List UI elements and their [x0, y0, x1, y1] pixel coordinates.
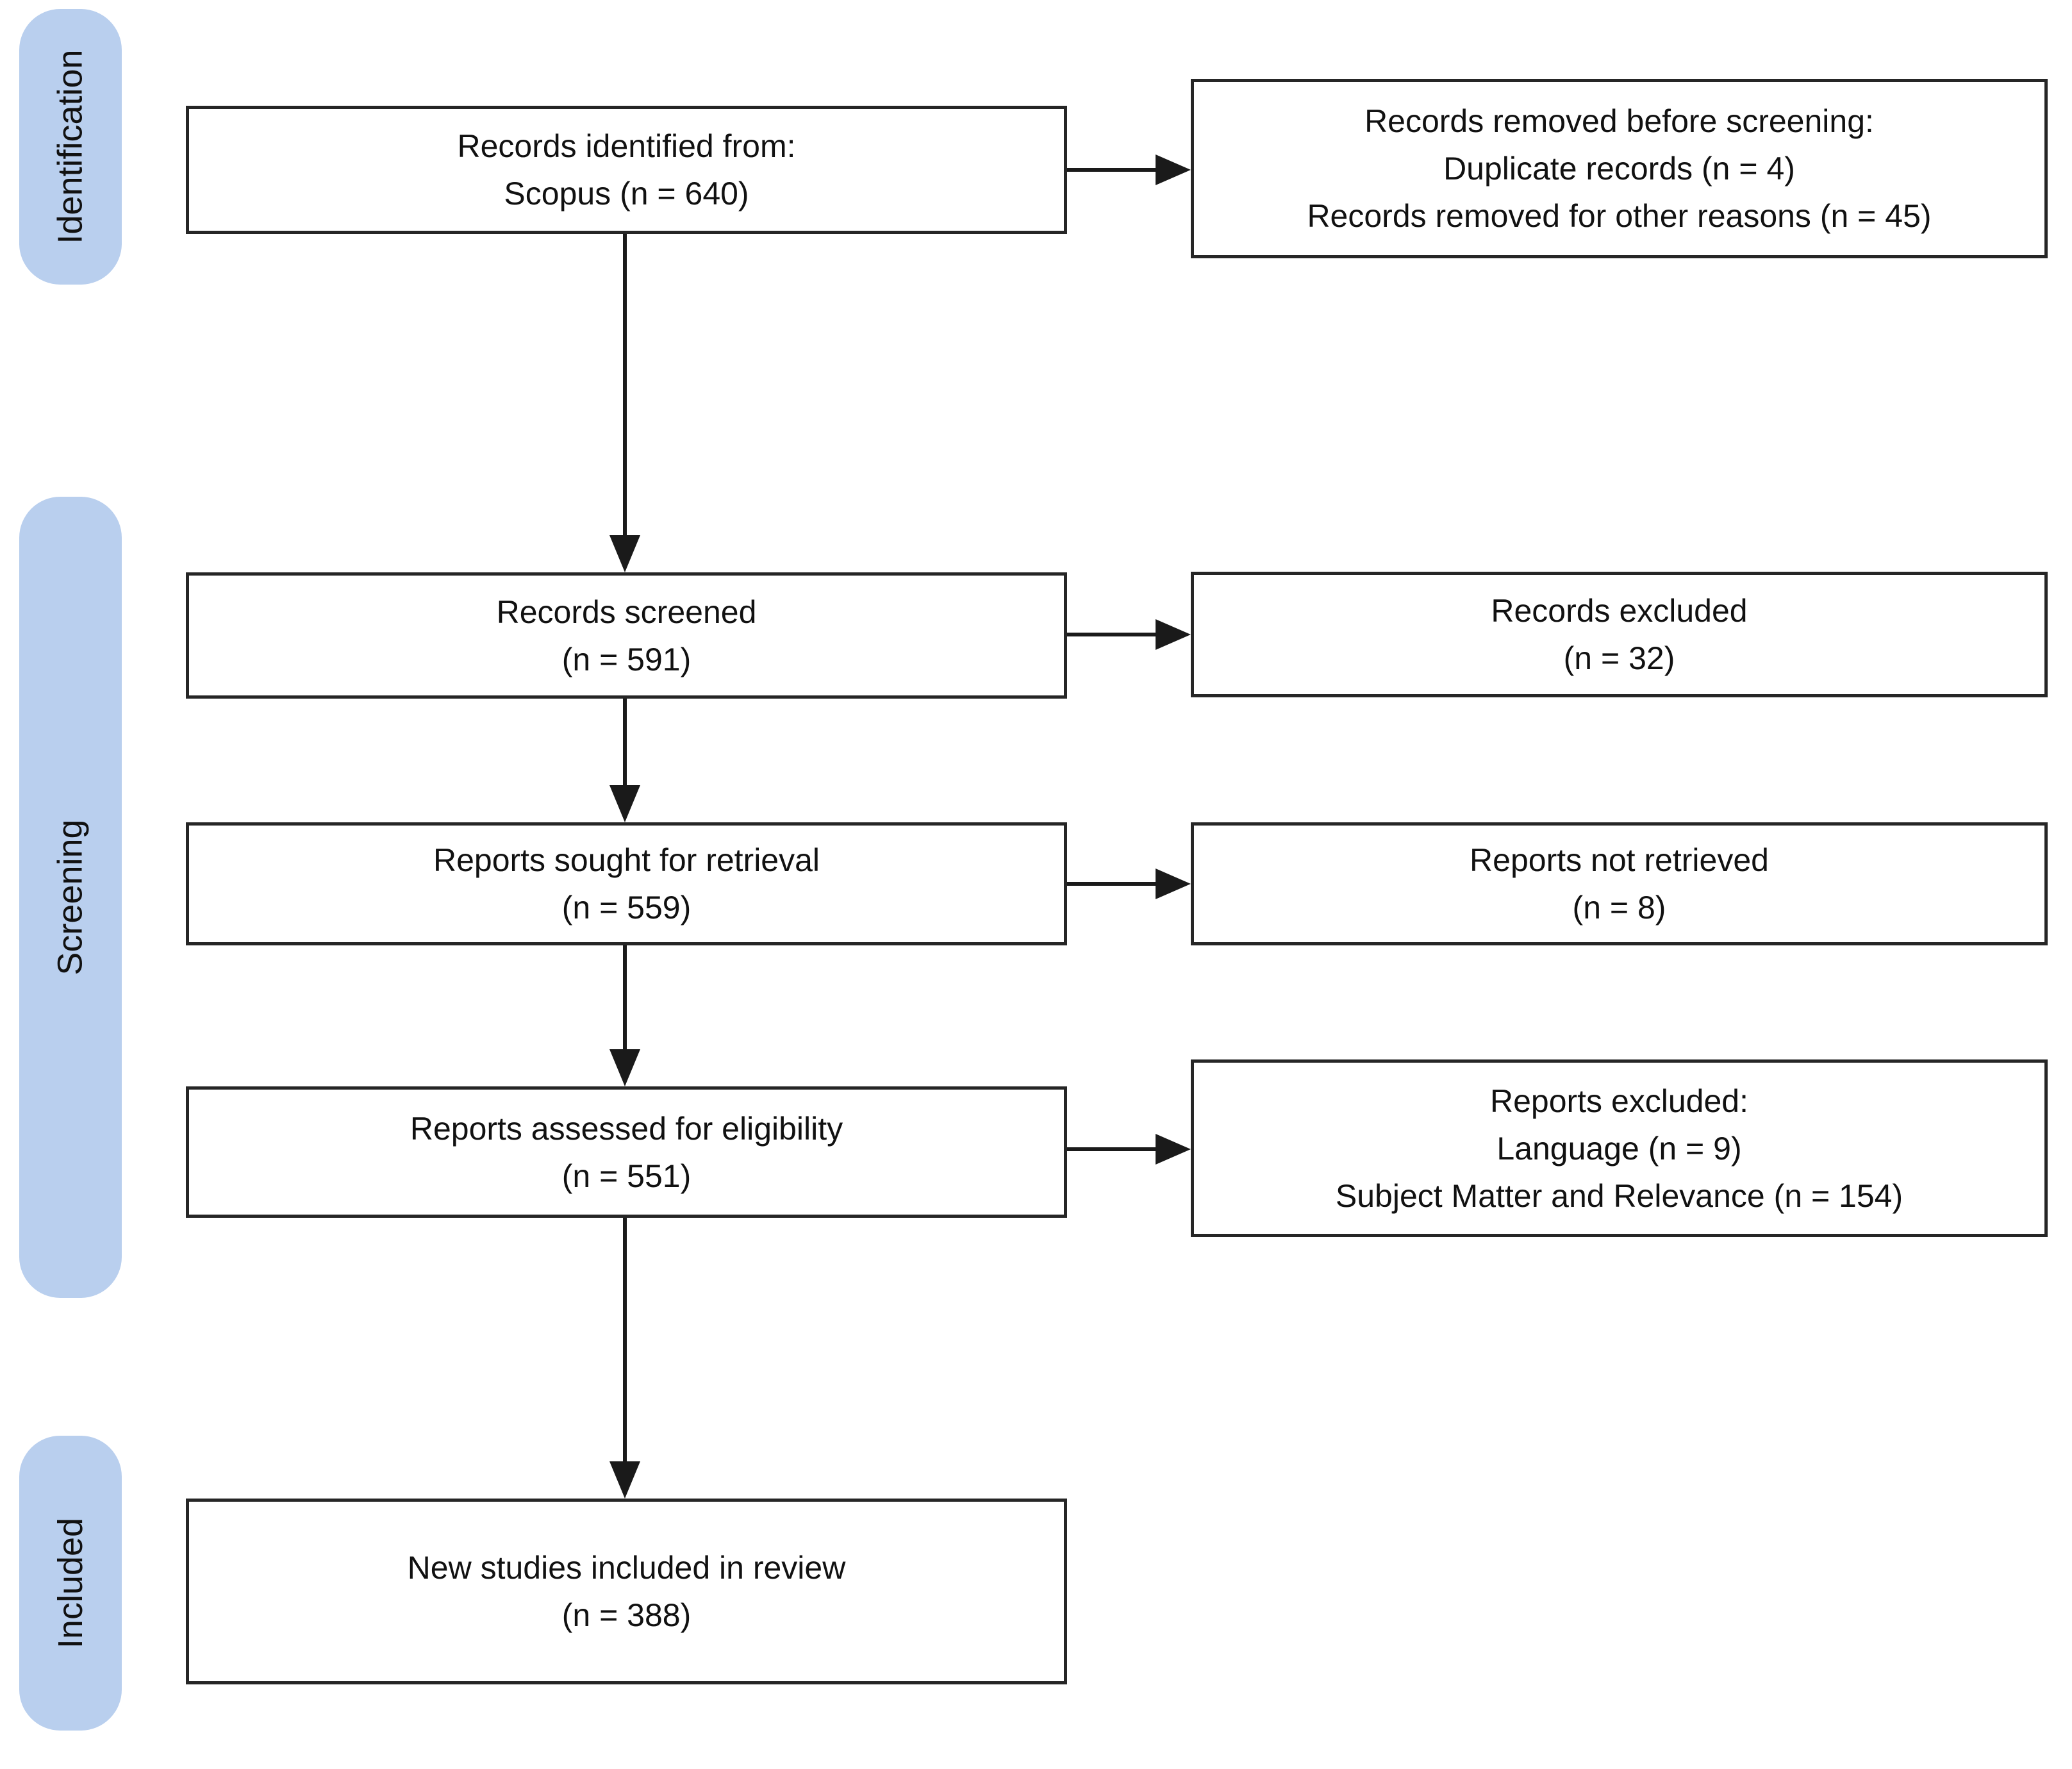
box-line: (n = 591): [561, 641, 692, 677]
box-records-excluded: Records excluded (n = 32): [1191, 572, 2048, 697]
box-line: (n = 8): [1572, 890, 1666, 926]
box-records-screened: Records screened (n = 591): [186, 572, 1067, 699]
stage-pill-included: Included: [19, 1436, 122, 1731]
box-line: (n = 559): [561, 890, 692, 926]
box-line: Duplicate records (n = 4): [1443, 151, 1795, 187]
box-line: Reports assessed for eligibility: [410, 1110, 843, 1147]
arrow-right-assessed-to-reports-excluded: [1067, 1147, 1156, 1151]
box-line: Records removed before screening:: [1364, 103, 1874, 139]
stage-label-identification: Identification: [51, 49, 90, 244]
box-line: (n = 32): [1563, 640, 1675, 676]
box-reports-not-retrieved: Reports not retrieved (n = 8): [1191, 822, 2048, 945]
arrow-down-assessed-to-included: [623, 1218, 627, 1461]
box-reports-assessed: Reports assessed for eligibility (n = 55…: [186, 1086, 1067, 1218]
box-line: Scopus (n = 640): [504, 176, 749, 212]
stage-pill-identification: Identification: [19, 9, 122, 285]
arrow-down-sought-to-assessed: [623, 945, 627, 1049]
box-reports-excluded: Reports excluded: Language (n = 9) Subje…: [1191, 1059, 2048, 1237]
arrow-down-identified-to-screened: [623, 234, 627, 535]
box-line: Records identified from:: [457, 128, 796, 164]
stage-label-screening: Screening: [51, 819, 90, 976]
box-line: Records screened: [496, 594, 757, 630]
arrow-right-identified-to-removed: [1067, 168, 1156, 172]
box-line: New studies included in review: [407, 1550, 846, 1586]
box-reports-sought: Reports sought for retrieval (n = 559): [186, 822, 1067, 945]
stage-pill-screening: Screening: [19, 497, 122, 1298]
box-line: (n = 551): [561, 1158, 692, 1194]
box-line: Records removed for other reasons (n = 4…: [1307, 198, 1932, 234]
box-line: Reports sought for retrieval: [433, 842, 820, 878]
arrow-right-sought-to-not-retrieved: [1067, 882, 1156, 886]
box-line: Subject Matter and Relevance (n = 154): [1335, 1177, 1903, 1214]
box-line: Reports not retrieved: [1470, 842, 1769, 878]
stage-label-included: Included: [51, 1517, 90, 1649]
box-studies-included: New studies included in review (n = 388): [186, 1499, 1067, 1684]
box-records-removed-before-screening: Records removed before screening: Duplic…: [1191, 79, 2048, 258]
arrow-right-screened-to-excluded: [1067, 633, 1156, 636]
box-records-identified: Records identified from: Scopus (n = 640…: [186, 106, 1067, 234]
box-line: (n = 388): [561, 1597, 692, 1633]
box-line: Records excluded: [1491, 593, 1748, 629]
arrow-down-screened-to-sought: [623, 699, 627, 785]
box-line: Reports excluded:: [1489, 1083, 1748, 1119]
box-line: Language (n = 9): [1496, 1130, 1742, 1167]
